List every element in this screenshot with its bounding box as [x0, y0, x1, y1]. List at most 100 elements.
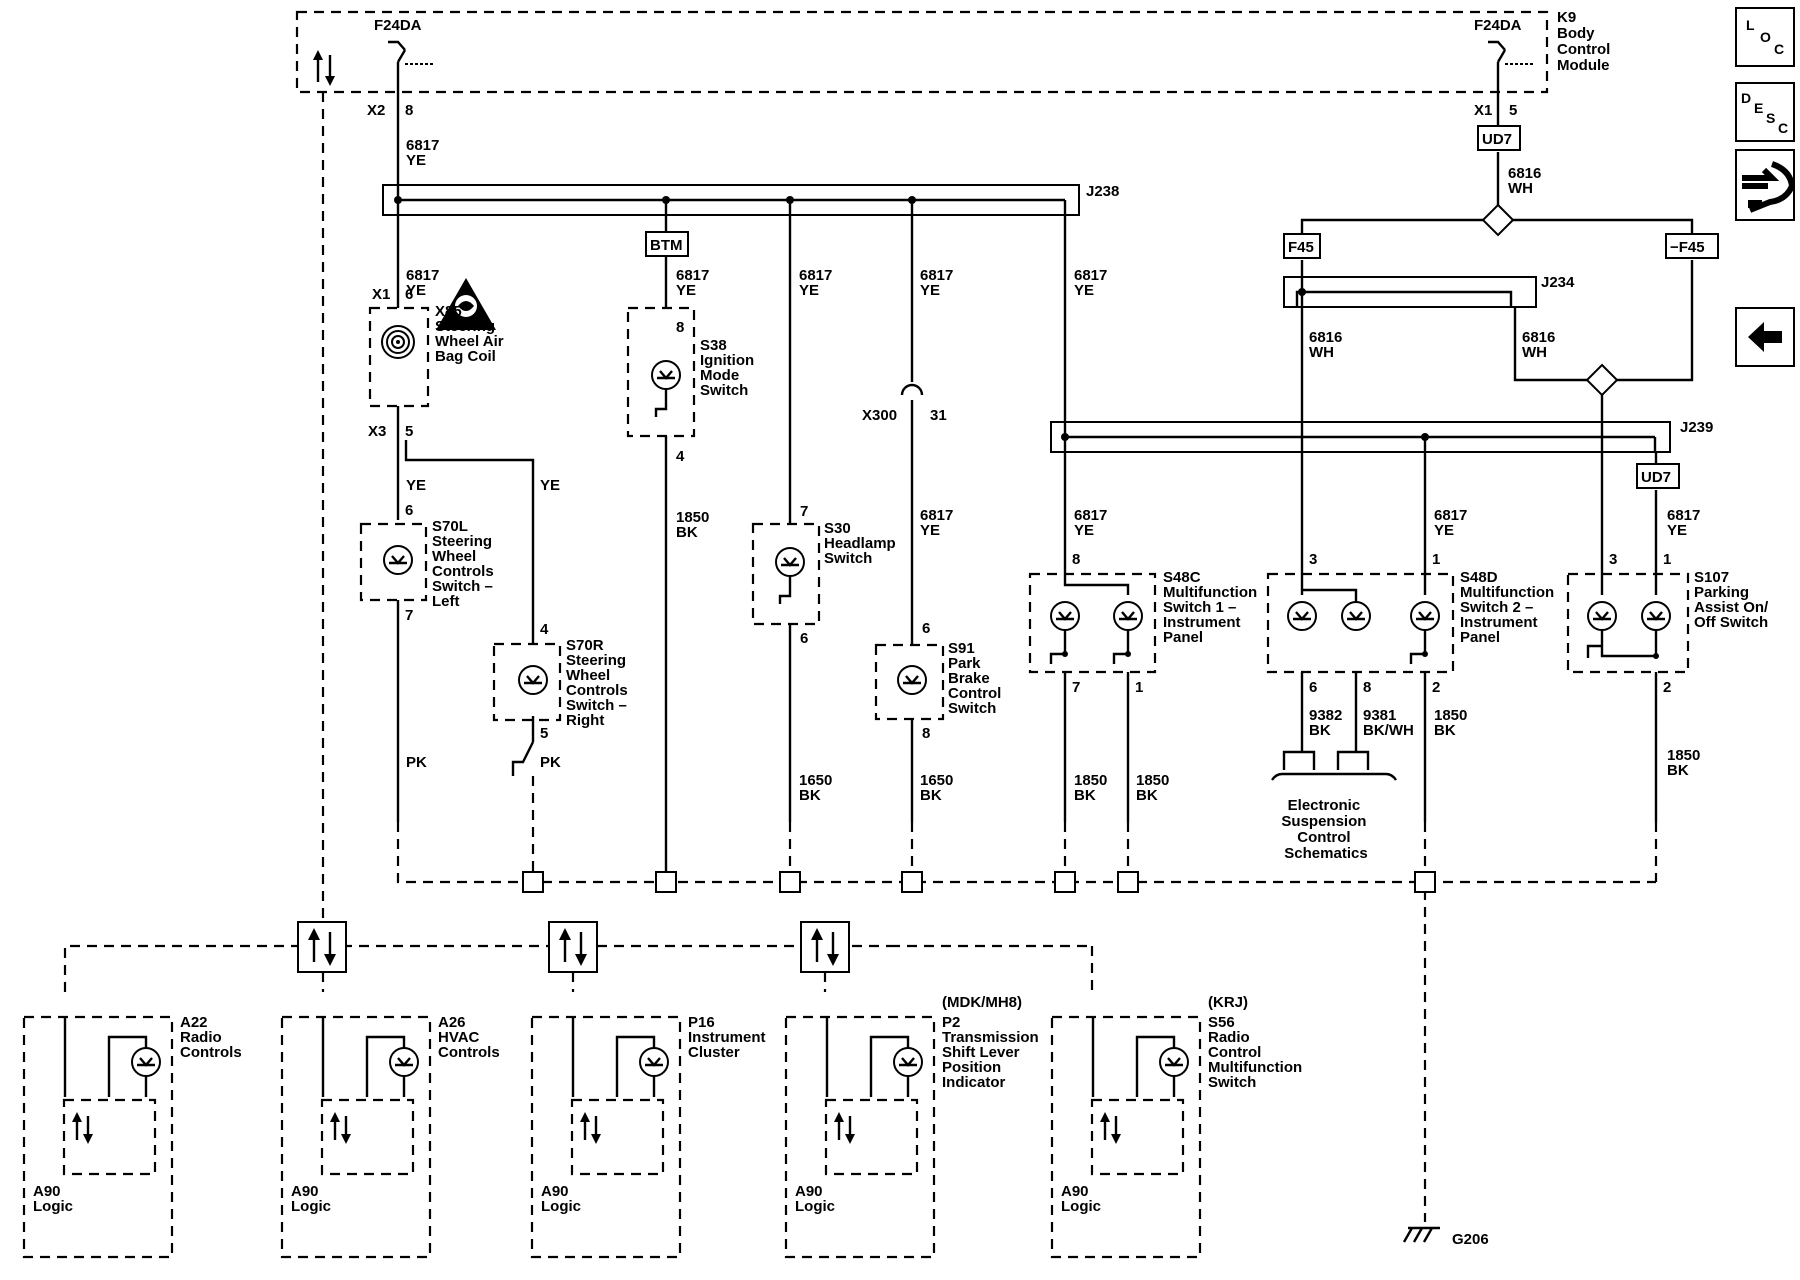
svg-text:YE: YE [540, 477, 560, 494]
loc-letter-c: C [1774, 41, 1784, 57]
tag-btm: BTM [645, 231, 689, 257]
s38-pin-bot: 4 [676, 448, 685, 465]
wire-network [63, 92, 1694, 1222]
module-lan-arrows-icon [330, 1112, 351, 1144]
svg-text:BTM: BTM [650, 237, 683, 254]
fuse-left-label: F24DA [374, 17, 422, 34]
s30-switch: 7 6 S30 Headlamp Switch [751, 503, 900, 647]
esc-note: Electronic Suspension Control Schematics [1281, 797, 1370, 862]
ground-terminals [522, 871, 1436, 893]
s48d-pin-top-b: 1 [1432, 551, 1440, 568]
ground-label: G206 [1452, 1231, 1489, 1248]
s107-pin-bot: 2 [1663, 679, 1671, 696]
svg-text:UD7: UD7 [1482, 131, 1512, 148]
x85-pin-bot: 5 [405, 423, 413, 440]
airbag-warning-icon [436, 278, 496, 330]
s70l-label: S70L Steering Wheel Controls Switch – Le… [432, 518, 498, 610]
s48d-pin-bot-c: 2 [1432, 679, 1440, 696]
esc-schematic-reference: Electronic Suspension Control Schematics [1271, 750, 1397, 862]
back-button[interactable] [1735, 307, 1795, 367]
fuse-switch-right-icon [1488, 40, 1533, 92]
s48d-pin-bot-b: 8 [1363, 679, 1371, 696]
x300-pin: 31 [930, 407, 947, 424]
s70r-pin-top: 4 [540, 621, 549, 638]
j234-label: J234 [1541, 274, 1575, 291]
desc-letter-s: S [1766, 110, 1775, 126]
x85-conn-top: X1 [372, 286, 390, 303]
body-control-module: F24DA F24DA K9 Body Control Module X2 8 … [295, 9, 1615, 119]
s30-pin-bot: 6 [800, 630, 808, 647]
s48d-pin-bot-a: 6 [1309, 679, 1317, 696]
lan-arrows-icon [297, 921, 347, 973]
module-lan-arrows-icon [72, 1112, 93, 1144]
bcm-name: K9 Body Control Module [1557, 9, 1615, 74]
s48c-pin-bot-a: 7 [1072, 679, 1080, 696]
svg-text:YE: YE [406, 477, 426, 494]
s70r-pin-bot: 5 [540, 725, 548, 742]
splice-j239: J239 [1050, 419, 1713, 453]
x300-connector: X300 31 [862, 407, 947, 424]
s70l-pin-top: 6 [405, 502, 413, 519]
module-lan-arrows-icon [580, 1112, 601, 1144]
j238-label: J238 [1086, 183, 1119, 200]
s48c-switch: 8 7 1 S48C Multifunction Switch 1 – Inst… [1028, 551, 1261, 696]
module-option: (MDK/MH8) [942, 994, 1022, 1011]
s48c-pin-top: 8 [1072, 551, 1080, 568]
desc-letter-c: C [1778, 120, 1788, 136]
bcm-pin-right: 5 [1509, 102, 1517, 119]
s107-pin-top-a: 3 [1609, 551, 1617, 568]
svg-text:PK: PK [406, 754, 427, 771]
junction-dots [394, 196, 1429, 441]
lan-arrows-icon [548, 921, 598, 973]
s70l-switch: 6 7 S70L Steering Wheel Controls Switch … [359, 502, 498, 624]
wrench-connector-icon [1742, 161, 1796, 213]
bcm-conn-right: X1 [1474, 102, 1492, 119]
s48d-pin-top-a: 3 [1309, 551, 1317, 568]
loc-letter-l: L [1746, 17, 1755, 33]
desc-button[interactable]: D E S C [1735, 82, 1795, 142]
s38-pin-top: 8 [676, 319, 684, 336]
connector-tool-button[interactable] [1735, 149, 1796, 221]
s30-label: S30 Headlamp Switch [824, 520, 900, 567]
s107-switch: 3 1 2 S107 Parking Assist On/ Off Switch [1566, 551, 1772, 696]
s107-label: S107 Parking Assist On/ Off Switch [1694, 569, 1772, 631]
s48c-label: S48C Multifunction Switch 1 – Instrument… [1163, 569, 1261, 646]
lan-arrows-icon [800, 921, 850, 973]
loc-button[interactable]: L O C [1735, 7, 1795, 67]
bcm-conn-left: X2 [367, 102, 385, 119]
s107-pin-top-b: 1 [1663, 551, 1671, 568]
s91-label: S91 Park Brake Control Switch [948, 640, 1006, 717]
fuse-right-label: F24DA [1474, 17, 1522, 34]
